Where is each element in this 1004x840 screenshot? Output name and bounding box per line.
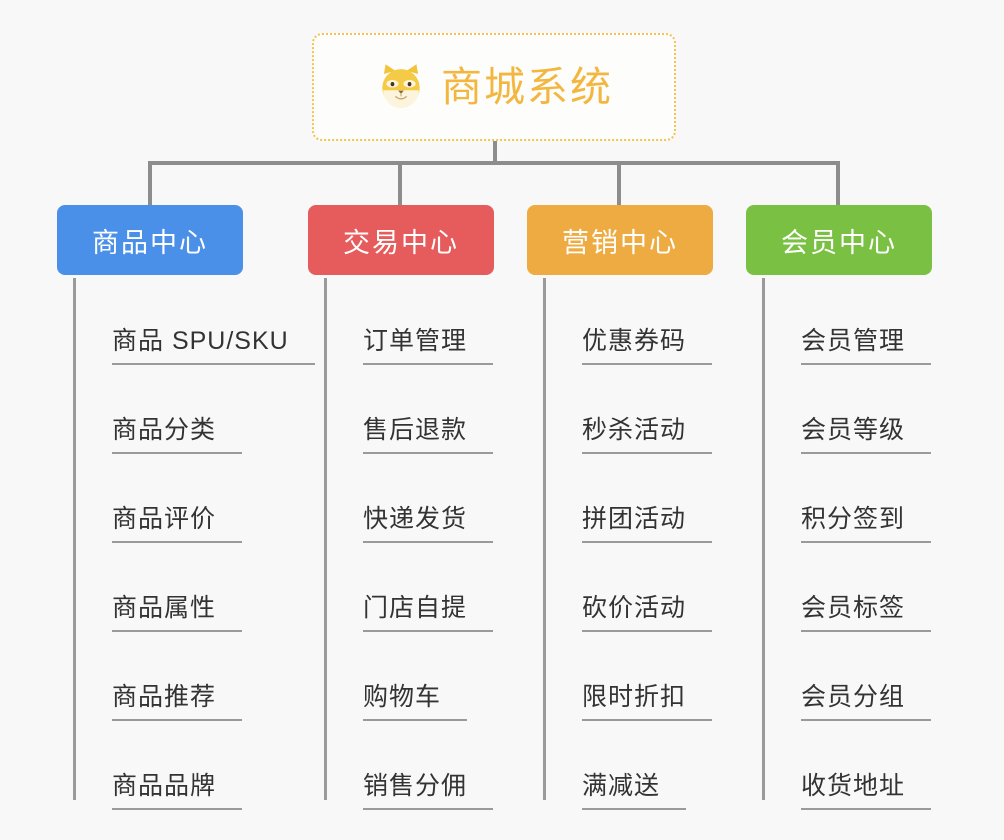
leaf-label: 限时折扣 xyxy=(582,682,713,721)
list-item[interactable]: 限时折扣 xyxy=(546,634,713,723)
list-item[interactable]: 订单管理 xyxy=(327,278,494,367)
list-item[interactable]: 商品属性 xyxy=(76,545,243,634)
leaf-label: 拼团活动 xyxy=(582,504,713,543)
shiba-dog-face-icon xyxy=(375,61,427,113)
connector-drop-3 xyxy=(617,161,621,205)
list-item[interactable]: 商品 SPU/SKU xyxy=(76,278,315,367)
list-item[interactable]: 会员分组 xyxy=(765,634,932,723)
leaf-label: 商品评价 xyxy=(112,504,243,543)
list-item[interactable]: 满减送 xyxy=(546,723,687,812)
leaf-label: 售后退款 xyxy=(363,415,494,454)
leaf-label: 积分签到 xyxy=(801,504,932,543)
list-item[interactable]: 优惠券码 xyxy=(546,278,713,367)
category-header-3[interactable]: 营销中心 xyxy=(527,205,713,275)
leaf-label: 销售分佣 xyxy=(363,771,494,810)
leaf-label: 砍价活动 xyxy=(582,593,713,632)
category-header-4[interactable]: 会员中心 xyxy=(746,205,932,275)
list-item[interactable]: 商品品牌 xyxy=(76,723,243,812)
leaf-label: 会员等级 xyxy=(801,415,932,454)
connector-drop-1 xyxy=(148,161,152,205)
leaf-label: 商品 SPU/SKU xyxy=(112,326,315,365)
connector-root-stem xyxy=(493,141,497,165)
leaf-label: 会员管理 xyxy=(801,326,932,365)
list-item[interactable]: 商品评价 xyxy=(76,456,243,545)
leaf-label: 商品品牌 xyxy=(112,771,243,810)
list-item[interactable]: 购物车 xyxy=(327,634,468,723)
leaf-label: 门店自提 xyxy=(363,593,494,632)
column-1-trunk xyxy=(73,278,76,800)
category-header-3-label: 营销中心 xyxy=(562,227,678,258)
root-node[interactable]: 商城系统 xyxy=(312,33,676,141)
list-item[interactable]: 会员等级 xyxy=(765,367,932,456)
category-header-1-label: 商品中心 xyxy=(92,227,208,258)
leaf-label: 会员标签 xyxy=(801,593,932,632)
connector-horizontal-bus xyxy=(148,161,840,165)
leaf-label: 收货地址 xyxy=(801,771,932,810)
list-item[interactable]: 积分签到 xyxy=(765,456,932,545)
list-item[interactable]: 会员标签 xyxy=(765,545,932,634)
list-item[interactable]: 快递发货 xyxy=(327,456,494,545)
category-header-4-label: 会员中心 xyxy=(781,227,897,258)
leaf-label: 优惠券码 xyxy=(582,326,713,365)
list-item[interactable]: 砍价活动 xyxy=(546,545,713,634)
list-item[interactable]: 门店自提 xyxy=(327,545,494,634)
list-item[interactable]: 销售分佣 xyxy=(327,723,494,812)
leaf-label: 会员分组 xyxy=(801,682,932,721)
leaf-label: 购物车 xyxy=(363,682,468,721)
list-item[interactable]: 收货地址 xyxy=(765,723,932,812)
list-item[interactable]: 秒杀活动 xyxy=(546,367,713,456)
category-header-2-label: 交易中心 xyxy=(343,227,459,258)
connector-drop-2 xyxy=(398,161,402,205)
category-header-1[interactable]: 商品中心 xyxy=(57,205,243,275)
leaf-label: 秒杀活动 xyxy=(582,415,713,454)
category-header-2[interactable]: 交易中心 xyxy=(308,205,494,275)
root-title: 商城系统 xyxy=(441,63,613,110)
list-item[interactable]: 会员管理 xyxy=(765,278,932,367)
leaf-label: 商品推荐 xyxy=(112,682,243,721)
connector-drop-4 xyxy=(836,161,840,205)
leaf-label: 商品分类 xyxy=(112,415,243,454)
column-4-trunk xyxy=(762,278,765,800)
list-item[interactable]: 商品推荐 xyxy=(76,634,243,723)
leaf-label: 订单管理 xyxy=(363,326,494,365)
column-3-trunk xyxy=(543,278,546,800)
list-item[interactable]: 商品分类 xyxy=(76,367,243,456)
leaf-label: 快递发货 xyxy=(363,504,494,543)
column-2-trunk xyxy=(324,278,327,800)
list-item[interactable]: 拼团活动 xyxy=(546,456,713,545)
leaf-label: 商品属性 xyxy=(112,593,243,632)
leaf-label: 满减送 xyxy=(582,771,687,810)
list-item[interactable]: 售后退款 xyxy=(327,367,494,456)
